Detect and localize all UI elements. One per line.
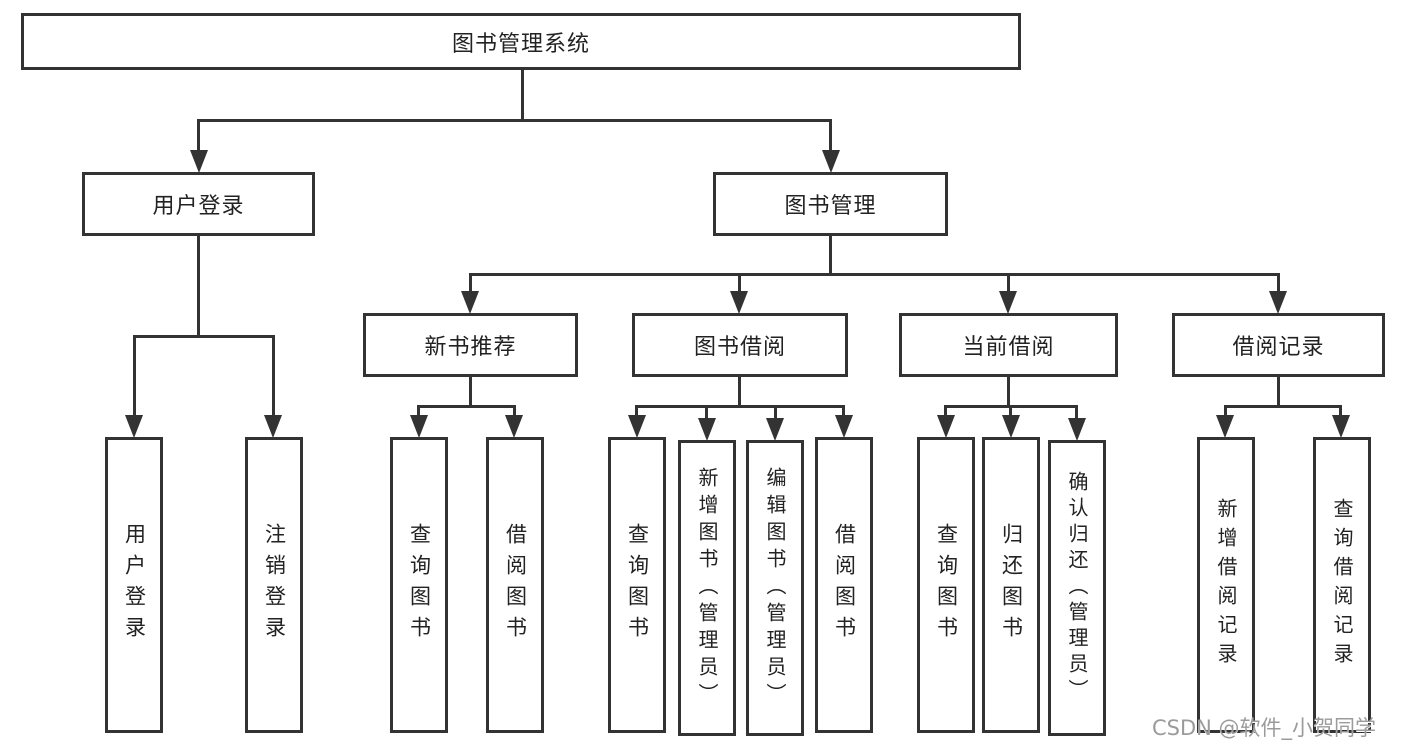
arrowhead-icon xyxy=(461,291,479,314)
connector-line xyxy=(705,405,708,419)
node-new-book-recommendation: 新书推荐 xyxy=(363,313,578,377)
connector-line xyxy=(417,405,516,408)
arrowhead-icon xyxy=(937,415,955,438)
node-library-management-system: 图书管理系统 xyxy=(21,13,1021,70)
arrowhead-icon xyxy=(698,418,716,441)
connector-line xyxy=(829,119,832,153)
leaf-edit-books-admin: 编辑图书（管理员） xyxy=(746,440,804,736)
connector-line xyxy=(944,405,947,419)
connector-line xyxy=(469,377,472,408)
connector-line xyxy=(1007,377,1010,408)
arrowhead-icon xyxy=(410,415,428,438)
leaf-query-books-borrowing: 查询图书 xyxy=(608,437,666,733)
connector-line xyxy=(774,405,777,419)
leaf-query-books-current: 查询图书 xyxy=(917,437,975,733)
csdn-watermark: CSDN @软件_小贺同学 xyxy=(1152,716,1377,740)
arrowhead-icon xyxy=(1216,415,1234,438)
arrowhead-icon xyxy=(766,418,784,441)
arrowhead-icon xyxy=(835,415,853,438)
connector-line xyxy=(635,405,845,408)
leaf-query-borrow-record: 查询借阅记录 xyxy=(1313,437,1371,733)
connector-line xyxy=(417,405,420,419)
connector-line xyxy=(513,405,516,419)
arrowhead-icon xyxy=(125,415,143,438)
connector-line xyxy=(1007,273,1010,295)
arrowhead-icon xyxy=(1332,415,1350,438)
leaf-confirm-return-admin: 确认归还（管理员） xyxy=(1048,440,1106,736)
connector-line xyxy=(1339,405,1342,419)
connector-line xyxy=(469,273,1280,276)
arrowhead-icon xyxy=(264,415,282,438)
connector-line xyxy=(272,335,275,417)
connector-line xyxy=(829,236,832,276)
connector-line xyxy=(197,119,200,153)
connector-line xyxy=(1224,405,1342,408)
connector-line xyxy=(635,405,638,419)
leaf-add-borrow-record: 新增借阅记录 xyxy=(1197,437,1255,733)
node-book-borrowing: 图书借阅 xyxy=(632,313,848,377)
arrowhead-icon xyxy=(505,415,523,438)
node-book-management: 图书管理 xyxy=(713,172,948,236)
connector-line xyxy=(469,273,472,295)
connector-line xyxy=(738,273,741,295)
connector-line xyxy=(842,405,845,419)
node-user-login-branch: 用户登录 xyxy=(82,172,315,236)
arrowhead-icon xyxy=(1002,415,1020,438)
leaf-borrow-books-borrowing: 借阅图书 xyxy=(815,437,873,733)
connector-line xyxy=(1009,405,1012,419)
arrowhead-icon xyxy=(190,150,208,173)
connector-line xyxy=(738,377,741,408)
leaf-logout: 注销登录 xyxy=(245,437,303,733)
leaf-add-books-admin: 新增图书（管理员） xyxy=(678,440,736,736)
node-current-borrowing: 当前借阅 xyxy=(899,313,1118,377)
arrowhead-icon xyxy=(1068,418,1086,441)
arrowhead-icon xyxy=(822,150,840,173)
connector-line xyxy=(133,335,136,417)
arrowhead-icon xyxy=(628,415,646,438)
connector-line xyxy=(1224,405,1227,419)
leaf-borrow-books-recommend: 借阅图书 xyxy=(486,437,544,733)
connector-line xyxy=(1075,405,1078,419)
leaf-query-books-recommend: 查询图书 xyxy=(390,437,448,733)
arrowhead-icon xyxy=(1269,291,1287,314)
connector-line xyxy=(197,236,200,338)
node-borrowing-records: 借阅记录 xyxy=(1172,313,1385,377)
connector-line xyxy=(197,119,832,122)
connector-line xyxy=(521,70,524,122)
connector-line xyxy=(1277,377,1280,408)
arrowhead-icon xyxy=(999,291,1017,314)
connector-line xyxy=(133,335,275,338)
leaf-user-login: 用户登录 xyxy=(105,437,163,733)
connector-line xyxy=(1277,273,1280,295)
arrowhead-icon xyxy=(730,291,748,314)
leaf-return-books: 归还图书 xyxy=(982,437,1040,733)
